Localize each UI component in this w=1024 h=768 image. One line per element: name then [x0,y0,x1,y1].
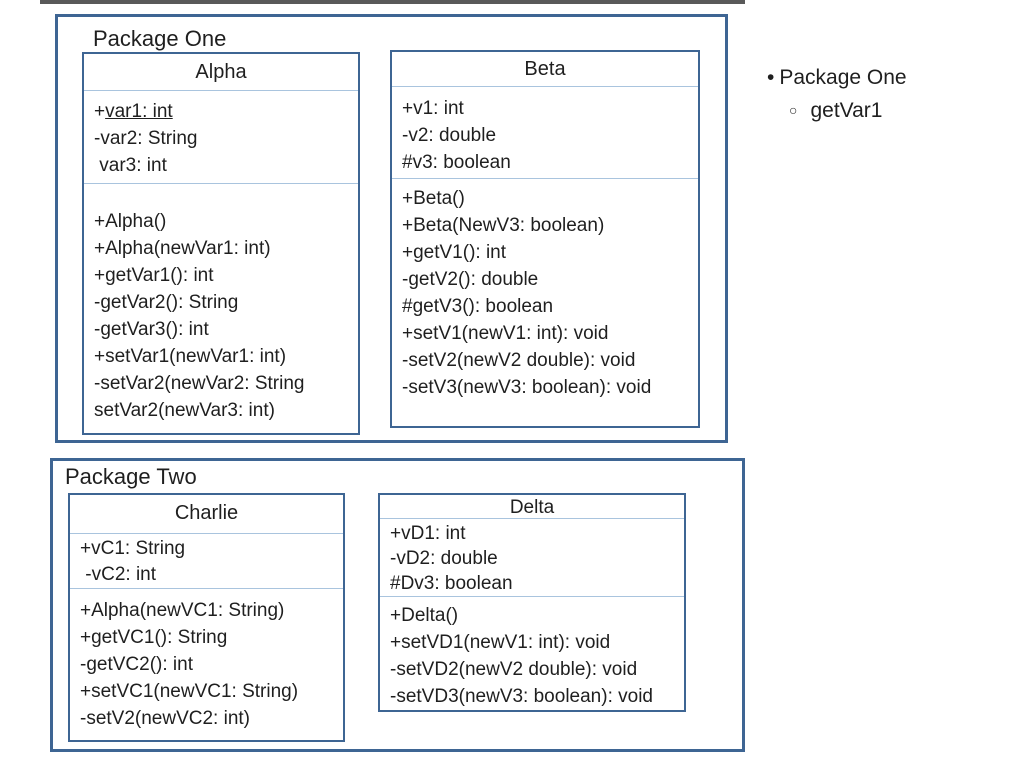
attributes-section: +v1: int -v2: double #v3: boolean [392,87,698,178]
attribute-line: #v3: boolean [402,152,511,173]
method-line: +getVar1(): int [94,265,214,286]
outline-item-label: Package One [779,66,907,89]
class-box-charlie: Charlie +vC1: String -vC2: int +Alpha(ne… [68,493,345,742]
attribute-line: var3: int [94,155,167,176]
section-divider [84,183,358,184]
visibility-prefix: + [94,101,106,122]
attribute-line: -v2: double [402,125,497,146]
outline-item-label: getVar1 [810,99,883,122]
method-line: -setV3(newV3: boolean): void [402,377,652,398]
package-two-box: Package Two Charlie +vC1: String -vC2: i… [50,458,745,752]
method-line: +Alpha() [94,211,167,232]
methods-section: +Alpha(newVC1: String) +getVC1(): String… [70,589,343,732]
attribute-line: +vC1: String [80,538,186,559]
attribute-line: #Dv3: boolean [390,573,513,594]
top-edge-strip [40,0,745,4]
method-line: -getVar3(): int [94,319,209,340]
attribute-line: -vC2: int [80,564,157,585]
method-line: -setV2(newV2 double): void [402,350,636,371]
section-divider [70,533,343,534]
method-line: setVar2(newVar3: int) [94,400,275,421]
attribute-line: -var2: String [94,128,198,149]
section-divider [70,588,343,589]
method-line: +Beta() [402,188,465,209]
package-two-label: Package Two [65,464,197,489]
methods-section: +Alpha() +Alpha(newVar1: int) +getVar1()… [84,184,358,424]
class-title: Charlie [174,502,239,524]
method-line: +setVar1(newVar1: int) [94,346,287,367]
method-line: #getV3(): boolean [402,296,554,317]
method-line: +Delta() [390,605,459,626]
slide-outline-list: • Package One ○ getVar1 [767,66,907,123]
static-attribute-name: var1: int [105,101,173,122]
package-one-box: Package One Alpha +var1: int -var2: Stri… [55,14,728,443]
attributes-section: +vC1: String -vC2: int [70,534,343,588]
class-title: Beta [524,58,566,80]
section-divider [84,90,358,91]
method-line: +setVD1(newV1: int): void [390,632,611,653]
attributes-section: +vD1: int -vD2: double #Dv3: boolean [380,519,684,596]
method-line: -getVC2(): int [80,654,193,675]
class-box-alpha: Alpha +var1: int -var2: String var3: int… [82,52,360,435]
attribute-line: -vD2: double [390,548,498,569]
methods-section: +Beta() +Beta(NewV3: boolean) +getV1(): … [392,179,698,401]
method-line: +Alpha(newVar1: int) [94,238,271,259]
section-divider [380,518,684,519]
method-line: -setVD3(newV3: boolean): void [390,686,653,707]
class-title: Delta [509,497,555,518]
method-line: +getVC1(): String [80,627,228,648]
package-one-label: Package One [93,26,227,51]
method-line: -setVar2(newVar2: String [94,373,305,394]
method-line: -setV2(newVC2: int) [80,708,251,729]
methods-section: +Delta() +setVD1(newV1: int): void -setV… [380,597,684,710]
attributes-section: +var1: int -var2: String var3: int [84,91,358,183]
class-title: Alpha [195,61,247,83]
outline-item-getvar1: ○ getVar1 [789,99,907,123]
method-line: +setV1(newV1: int): void [402,323,609,344]
attribute-line: +var1: int [94,98,358,125]
method-line: +getV1(): int [402,242,507,263]
attribute-line: +v1: int [402,98,464,119]
attribute-line: +vD1: int [390,523,466,544]
section-divider [392,178,698,179]
section-divider [392,86,698,87]
section-divider [380,596,684,597]
class-box-delta: Delta +vD1: int -vD2: double #Dv3: boole… [378,493,686,712]
method-line: +Alpha(newVC1: String) [80,600,285,621]
outline-item-package-one: • Package One [767,66,907,90]
class-box-beta: Beta +v1: int -v2: double #v3: boolean +… [390,50,700,428]
method-line: -setVD2(newV2 double): void [390,659,638,680]
bullet-dot-icon: • [767,66,775,89]
method-line: +Beta(NewV3: boolean) [402,215,605,236]
method-line: -getVar2(): String [94,292,239,313]
method-line: +setVC1(newVC1: String) [80,681,299,702]
bullet-circle-icon: ○ [789,102,798,118]
method-line: -getV2(): double [402,269,539,290]
